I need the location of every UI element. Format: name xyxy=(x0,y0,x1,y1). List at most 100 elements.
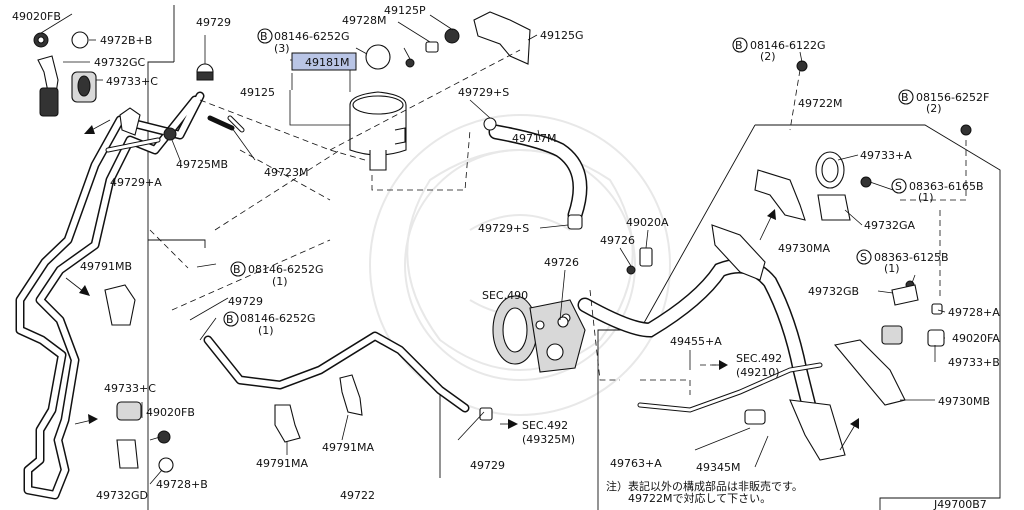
leader-lines xyxy=(40,13,946,485)
svg-text:B: B xyxy=(233,263,241,276)
clip-49020fb-top xyxy=(33,32,49,48)
symbol-markers: B B B S B B S xyxy=(223,28,914,327)
svg-text:B: B xyxy=(735,39,743,52)
bottom-left-parts xyxy=(116,401,174,473)
label-49732gb: 49732GB xyxy=(808,285,859,298)
label-49733c-top: 49733+C xyxy=(106,75,158,88)
label-b08156-6252f: 08156-6252F xyxy=(916,91,989,104)
label-sec492-a: SEC.492 xyxy=(736,352,782,365)
diagram-code: J49700B7 xyxy=(933,498,987,510)
dashed-guides xyxy=(149,49,967,395)
label-49728m: 49728M xyxy=(342,14,386,27)
label-49732gc: 49732GC xyxy=(94,56,146,69)
label-49125: 49125 xyxy=(240,86,275,99)
footer-note: 注）表記以外の構成部品は非販売です。 49722Mで対応して下さい。 xyxy=(606,479,803,505)
label-49729-mid: 49729 xyxy=(228,295,263,308)
label-b08146-6252g-mid-qty: (1) xyxy=(272,275,288,288)
label-49726-b: 49726 xyxy=(544,256,579,269)
label-b08146-6122g-qty: (2) xyxy=(760,50,776,63)
pipe-left xyxy=(15,91,245,500)
label-49125p: 49125P xyxy=(384,4,426,17)
note-line-1: 注）表記以外の構成部品は非販売です。 xyxy=(606,479,803,493)
label-49791ma-b: 49791MA xyxy=(322,441,374,454)
label-49729s-top: 49729+S xyxy=(458,86,509,99)
insulator-49733c-top xyxy=(71,71,97,103)
label-sec492-b-ref: (49325M) xyxy=(522,433,575,446)
label-s08363-6125b: 08363-6125B xyxy=(874,251,949,264)
bracket-49730ma xyxy=(754,60,808,221)
label-49345m: 49345M xyxy=(696,461,740,474)
direction-arrows xyxy=(65,119,859,451)
label-49717m: 49717M xyxy=(512,132,556,145)
bracket-49791ma-b xyxy=(339,374,363,416)
label-49722: 49722 xyxy=(340,489,375,502)
label-49729-top: 49729 xyxy=(196,16,231,29)
bracket-49125p xyxy=(444,28,460,44)
label-b08156-6252f-qty: (2) xyxy=(926,102,942,115)
label-49730mb: 49730MB xyxy=(938,395,990,408)
label-49730ma: 49730MA xyxy=(778,242,830,255)
label-49020fa: 49020FA xyxy=(952,332,1000,345)
label-49725mb: 49725MB xyxy=(176,158,228,171)
clamp-49725mb xyxy=(119,107,177,141)
bracket-49732gc xyxy=(37,55,59,117)
bracket-49125g xyxy=(473,11,531,65)
svg-text:S: S xyxy=(895,180,902,193)
label-4972bb: 4972B+B xyxy=(100,34,152,47)
label-b08146-6252g-top-qty: (3) xyxy=(274,42,290,55)
label-49020a: 49020A xyxy=(626,216,669,229)
frame-lines xyxy=(147,5,1001,510)
bracket-49791ma-a xyxy=(274,404,301,443)
label-49181m: 49181M xyxy=(305,56,349,69)
label-s08363-6165b-qty: (1) xyxy=(918,191,934,204)
fitting-49020a xyxy=(626,247,653,275)
label-49728b: 49728+B xyxy=(156,478,208,491)
label-b08146-6252g-mid: 08146-6252G xyxy=(248,263,323,276)
oring-4972bb xyxy=(71,31,89,49)
label-49732ga: 49732GA xyxy=(864,219,916,232)
pipe-right-49722m xyxy=(577,224,846,461)
pump-sec490 xyxy=(492,295,586,373)
svg-text:B: B xyxy=(260,30,268,43)
reservoir-49181m xyxy=(349,44,407,171)
label-49729a: 49729+A xyxy=(110,176,162,189)
bracket-49791mb xyxy=(104,284,136,326)
label-49729-bot: 49729 xyxy=(470,459,505,472)
label-sec490: SEC.490 xyxy=(482,289,528,302)
svg-text:B: B xyxy=(226,313,234,326)
label-s08363-6125b-qty: (1) xyxy=(884,262,900,275)
grommet-49728m xyxy=(425,41,439,53)
label-49791ma-a: 49791MA xyxy=(256,457,308,470)
label-49020fb-bot: 49020FB xyxy=(146,406,195,419)
label-49791mb: 49791MB xyxy=(80,260,132,273)
label-49723m: 49723M xyxy=(264,166,308,179)
label-49728a: 49728+A xyxy=(948,306,1000,319)
label-49733b: 49733+B xyxy=(948,356,1000,369)
label-49455a: 49455+A xyxy=(670,335,722,348)
label-49125g: 49125G xyxy=(540,29,584,42)
label-b08146-6122g: 08146-6122G xyxy=(750,39,825,52)
svg-text:S: S xyxy=(860,251,867,264)
label-49733c-bot: 49733+C xyxy=(104,382,156,395)
label-49726-a: 49726 xyxy=(600,234,635,247)
part-labels: 49020FB 4972B+B 49732GC 49733+C 49729 08… xyxy=(12,4,1000,502)
label-b08146-6252g-top: 08146-6252G xyxy=(274,30,349,43)
label-49729s-mid: 49729+S xyxy=(478,222,529,235)
clamp-49729-top xyxy=(196,63,214,81)
right-clamps xyxy=(815,124,972,406)
label-sec492-b: SEC.492 xyxy=(522,419,568,432)
label-49732gd: 49732GD xyxy=(96,489,148,502)
pipe-49722 xyxy=(203,331,493,421)
label-49722m: 49722M xyxy=(798,97,842,110)
label-49763a: 49763+A xyxy=(610,457,662,470)
label-b08146-6252g-low-qty: (1) xyxy=(258,324,274,337)
label-sec492-a-ref: (49210) xyxy=(736,366,780,379)
label-s08363-6165b: 08363-6165B xyxy=(909,180,984,193)
svg-text:B: B xyxy=(901,91,909,104)
highlight-49181m xyxy=(291,52,357,71)
bolt-08146-6252g-top xyxy=(403,47,415,68)
note-line-2: 49722Mで対応して下さい。 xyxy=(628,491,771,505)
label-49020fb-top: 49020FB xyxy=(12,10,61,23)
label-49733a: 49733+A xyxy=(860,149,912,162)
